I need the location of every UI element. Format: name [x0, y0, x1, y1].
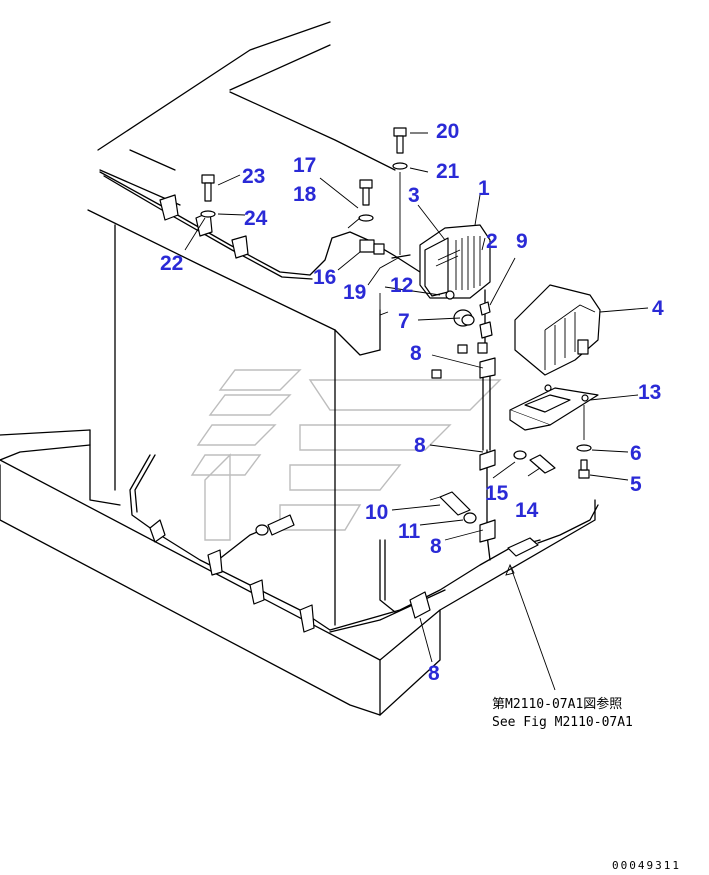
label-21: 21: [436, 160, 460, 183]
label-15: 15: [485, 482, 509, 505]
label-20: 20: [436, 120, 459, 143]
watermark-logo: [190, 369, 502, 541]
label-16: 16: [313, 266, 336, 289]
label-23: 23: [242, 165, 265, 188]
connector-ref: [507, 504, 599, 557]
label-8-mid: 8: [414, 434, 426, 457]
bolt-23: [200, 174, 216, 218]
wire-harness: [99, 171, 541, 631]
label-11: 11: [398, 520, 421, 543]
lamp-cover-4: [514, 284, 601, 376]
bolt-14: [513, 450, 556, 474]
label-14: 14: [515, 499, 539, 522]
label-17: 17: [293, 154, 316, 177]
label-12: 12: [390, 274, 413, 297]
label-3: 3: [408, 184, 420, 207]
label-8-top: 8: [410, 342, 422, 365]
label-1: 1: [478, 177, 490, 200]
reference-note: 第M2110-07A1図参照 See Fig M2110-07A1: [492, 696, 633, 730]
label-2: 2: [486, 230, 498, 253]
label-5: 5: [630, 473, 642, 496]
label-22: 22: [160, 252, 183, 275]
connector-16: [359, 239, 411, 259]
reference-en: See Fig M2110-07A1: [492, 715, 633, 730]
bolt-17: [358, 179, 374, 222]
reference-jp: 第M2110-07A1図参照: [492, 696, 622, 712]
bolt-10: [429, 491, 477, 524]
label-13: 13: [638, 381, 661, 404]
bracket-13: [509, 384, 599, 431]
leader-lines: [184, 132, 649, 691]
label-9: 9: [516, 230, 528, 253]
bolt-20: [392, 127, 408, 255]
nuts-8: [431, 342, 488, 379]
label-10: 10: [365, 501, 388, 524]
label-19: 19: [343, 281, 366, 304]
harness-clips: [149, 194, 496, 633]
part-labels: 20 21 1 3 2 9 4 12 7 8 13 8 6 5 15 14 10…: [160, 120, 664, 685]
label-6: 6: [630, 442, 642, 465]
work-lamp: [419, 224, 491, 300]
label-4: 4: [652, 297, 664, 320]
bolt-5: [576, 405, 592, 479]
label-24: 24: [244, 207, 268, 230]
label-8-bottom: 8: [428, 662, 440, 685]
drawing-code: 00049311: [612, 859, 681, 872]
label-7: 7: [398, 310, 410, 333]
machine-body: [0, 21, 596, 716]
label-18: 18: [293, 183, 317, 206]
bolt-harness: [255, 514, 295, 536]
label-8-low: 8: [430, 535, 442, 558]
lamp-bracket-7: [453, 301, 493, 339]
